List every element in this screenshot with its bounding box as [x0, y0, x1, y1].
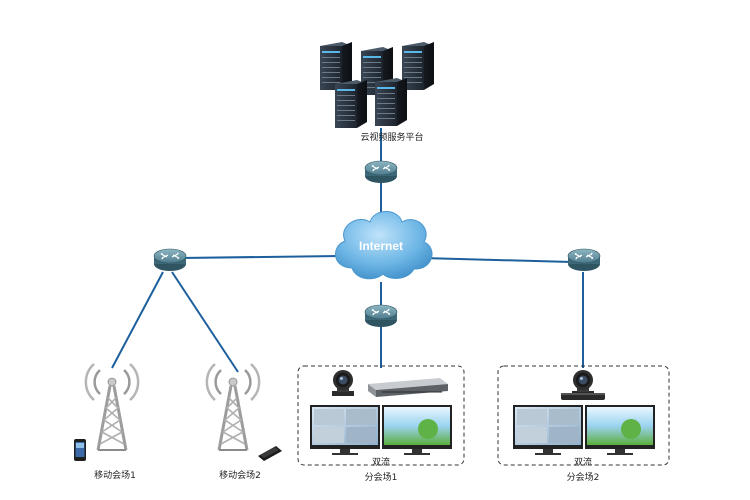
codec-icon: [561, 393, 605, 400]
link-left-router-mobile1: [111, 271, 164, 369]
link-cloud-right-router: [421, 257, 573, 263]
router-icon: [364, 160, 398, 184]
server-icon: [320, 42, 434, 128]
branch-site-1-display-label: 双流: [372, 456, 390, 468]
router-icon: [567, 248, 601, 272]
branch-site-2-display-label: 双流: [574, 456, 592, 468]
branch-site-2-label: 分会场2: [567, 471, 600, 483]
branch-site-2-frame: [497, 365, 670, 466]
branch-site-1-label: 分会场1: [365, 471, 398, 483]
monitor-icon: [382, 405, 452, 455]
internet-cloud: Internet: [335, 211, 433, 280]
branch-site-2: 双流 分会场2: [497, 365, 670, 483]
cell-tower-icon: [84, 362, 140, 452]
phone-icon: [74, 439, 86, 461]
mobile-site-1: 移动会场1: [74, 362, 140, 481]
internet-label: Internet: [359, 239, 403, 253]
router-icon: [153, 248, 187, 272]
codec-icon: [368, 378, 448, 397]
branch-site-1: 双流 分会场1: [297, 365, 465, 483]
camera-icon: [332, 370, 354, 396]
server-platform: 云视频服务平台: [320, 42, 434, 143]
mobile-site-2: 移动会场2: [205, 362, 282, 481]
cloud-icon: [335, 211, 433, 280]
link-cloud-left-router: [179, 255, 341, 259]
camera-icon: [572, 370, 594, 396]
monitor-icon: [585, 405, 655, 455]
phone-icon: [258, 446, 282, 461]
cell-tower-icon: [205, 362, 261, 452]
monitor-icon: [513, 405, 583, 455]
connection-lines: [111, 128, 584, 373]
link-left-router-mobile2: [171, 271, 239, 373]
branch-site-1-frame: [297, 365, 465, 466]
mobile-site-1-label: 移动会场1: [94, 469, 136, 481]
server-platform-label: 云视频服务平台: [360, 131, 423, 143]
mobile-site-2-label: 移动会场2: [219, 469, 261, 481]
router-icon: [364, 304, 398, 328]
monitor-icon: [310, 405, 380, 455]
